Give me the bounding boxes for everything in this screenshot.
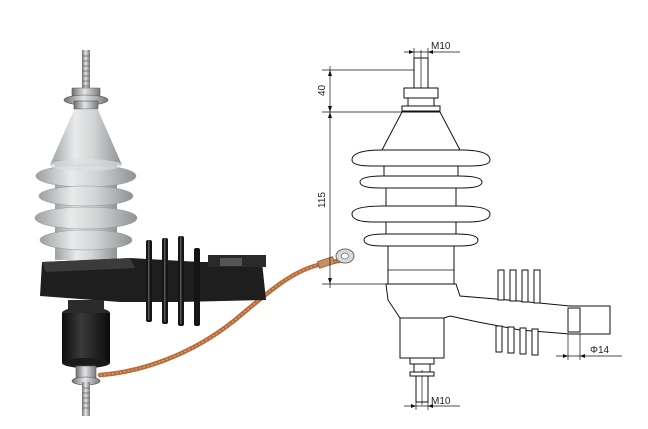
top-stud-bolt <box>63 50 109 110</box>
ring-lug <box>316 248 355 269</box>
drawing-fins <box>495 269 541 356</box>
product-photo <box>34 50 355 416</box>
porcelain-housing <box>34 110 138 260</box>
heat-fins <box>146 236 200 326</box>
ground-lead-disconnector <box>62 300 110 416</box>
dim-mount-hole: Φ14 <box>590 345 610 356</box>
dim-top-thread: M10 <box>431 41 451 52</box>
dim-top-height: 40 <box>317 84 328 96</box>
technical-drawing: M10 40 115 M10 Φ14 <box>317 41 622 410</box>
dim-body-height: 115 <box>317 192 328 208</box>
dim-bottom-thread: M10 <box>431 396 451 407</box>
insulating-bracket <box>40 236 266 326</box>
